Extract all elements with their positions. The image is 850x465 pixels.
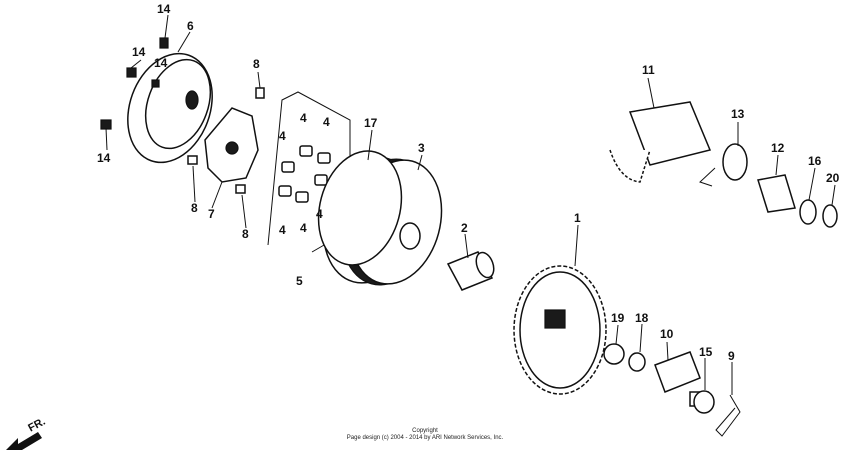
callout-14-mid: 14 [154,56,168,70]
callout-10: 10 [660,327,674,341]
callout-17: 17 [364,116,378,130]
callout-1: 1 [574,211,581,225]
callout-19: 19 [611,311,625,325]
part-8-slider-c[interactable] [235,184,246,194]
callout-14-left: 14 [132,45,146,59]
leader-lines [105,14,836,395]
callout-4-e: 4 [300,221,307,235]
part-20-circlip[interactable] [822,204,838,228]
part-14-bolt-c[interactable] [100,119,112,130]
callout-8-left: 8 [191,201,198,215]
part-14-bolt-d[interactable] [151,79,160,88]
part-14-bolt-a[interactable] [159,37,169,49]
part-7-ramp-plate[interactable] [204,107,259,183]
callout-4-b: 4 [323,115,330,129]
part-11-spindle[interactable] [609,101,712,183]
callout-12: 12 [771,141,785,155]
callout-9: 9 [728,349,735,363]
callout-5: 5 [296,274,303,288]
callout-20: 20 [826,171,840,185]
copyright-line: Copyright [412,428,438,434]
callout-14-bottom: 14 [97,151,111,165]
part-1-sprocket[interactable] [513,265,607,395]
callout-15: 15 [699,345,713,359]
callout-4-c: 4 [279,129,286,143]
callout-4-f: 4 [316,207,323,221]
part-12-collar[interactable] [757,174,796,213]
part-2-collar[interactable] [446,250,497,291]
front-direction-arrow-icon: FR. [6,416,48,450]
part-4-rollers[interactable] [278,145,331,203]
callout-14-top: 14 [157,2,171,16]
part-18-nut[interactable] [628,352,646,372]
callout-8-bottom: 8 [242,227,249,241]
part-15-washer[interactable] [693,390,715,414]
callout-11: 11 [642,63,655,77]
callout-18: 18 [635,311,649,325]
callout-16: 16 [808,154,822,168]
copyright-notice: Page design (c) 2004 - 2014 by ARI Netwo… [346,435,504,441]
part-13-spring[interactable] [699,143,748,187]
part-14-bolt-b[interactable] [126,67,137,78]
part-17-seal-ring[interactable] [306,142,413,275]
part-16-washer[interactable] [799,199,817,225]
part-9-clip[interactable] [715,394,741,437]
callout-4-a: 4 [300,111,307,125]
part-6-cover[interactable] [113,42,226,175]
callout-7: 7 [208,207,215,221]
callout-6: 6 [187,19,194,33]
part-8-slider-b[interactable] [187,155,198,165]
callout-2: 2 [461,221,468,235]
part-19-washer[interactable] [603,343,625,365]
callout-4-d: 4 [279,223,286,237]
callout-3: 3 [418,141,425,155]
callout-8-top: 8 [253,57,260,71]
callout-13: 13 [731,107,745,121]
part-8-slider-a[interactable] [255,87,265,99]
